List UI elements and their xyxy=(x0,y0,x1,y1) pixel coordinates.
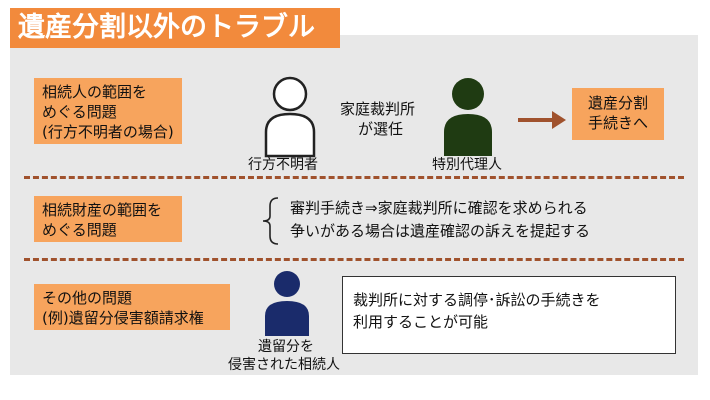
row2-label-line1: 相続財産の範囲を xyxy=(42,201,163,219)
arrow-right-icon xyxy=(518,111,566,129)
court-text-line2: が選任 xyxy=(358,120,404,138)
page-title: 遺産分割以外のトラブル xyxy=(10,8,340,48)
destination-box: 遺産分割 手続きへ xyxy=(572,88,664,140)
row3-label-line1: その他の問題 xyxy=(42,289,133,307)
court-text-line1: 家庭裁判所 xyxy=(340,100,416,118)
missing-person-icon xyxy=(264,76,316,158)
heir-person-icon xyxy=(265,271,309,336)
court-procedure-box: 裁判所に対する調停･訴訟の手続きを 利用することが可能 xyxy=(342,276,676,354)
special-agent-caption: 特別代理人 xyxy=(432,157,502,173)
box-line2: 利用することが可能 xyxy=(353,313,489,331)
row2-label: 相続財産の範囲を めぐる問題 xyxy=(34,196,182,242)
heir-caption-line1: 遺留分を xyxy=(258,339,314,355)
row2-label-line2: めぐる問題 xyxy=(42,221,117,239)
box-line1: 裁判所に対する調停･訴訟の手続きを xyxy=(353,291,601,309)
row1-label: 相続人の範囲を めぐる問題 (行方不明者の場合) xyxy=(34,78,182,144)
row1-label-line2: めぐる問題 xyxy=(42,103,117,121)
special-agent-icon xyxy=(444,78,492,156)
row1-label-line1: 相続人の範囲を xyxy=(42,83,148,101)
brace-icon xyxy=(262,197,279,245)
row1-label-line3: (行方不明者の場合) xyxy=(42,123,174,141)
missing-person-caption: 行方不明者 xyxy=(248,157,318,173)
row2-line1: 審判手続き⇒家庭裁判所に確認を求められる xyxy=(290,199,588,217)
row2-line2: 争いがある場合は遺産確認の訴えを提起する xyxy=(290,222,591,240)
heir-caption-line2: 侵害された相続人 xyxy=(228,357,340,373)
row3-label-line2: (例)遺留分侵害額請求権 xyxy=(42,309,204,327)
destination-line2: 手続きへ xyxy=(587,114,648,132)
divider-2 xyxy=(24,258,684,261)
row3-label: その他の問題 (例)遺留分侵害額請求権 xyxy=(34,284,230,330)
divider-1 xyxy=(24,176,684,179)
destination-line1: 遺産分割 xyxy=(587,94,648,112)
